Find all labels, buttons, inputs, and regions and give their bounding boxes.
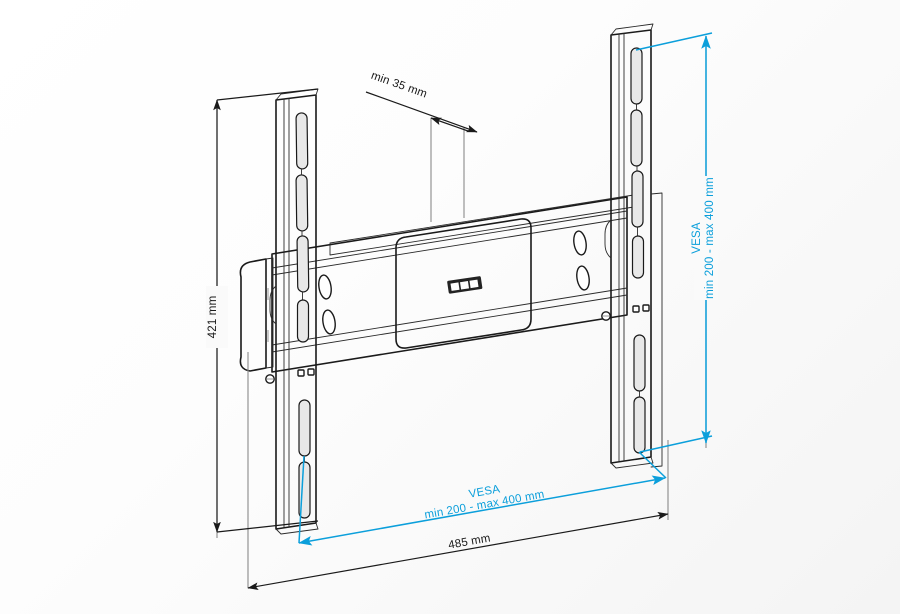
right-vertical-rail	[601, 23, 654, 469]
dimension-label-vesa-horizontal-line1: VESA	[468, 483, 501, 500]
center-logo-plate	[395, 218, 532, 349]
right-rear-plate	[650, 192, 663, 468]
dimension-width-overall: 485 mm	[247, 511, 669, 591]
dimension-label-vesa-vertical-line1: VESA	[691, 222, 703, 254]
dimension-height-overall: 421 mm	[206, 88, 319, 533]
dimension-depth-clearance: min 35 mm	[365, 70, 478, 133]
dimension-label-height: 421 mm	[207, 296, 219, 339]
left-end-cap	[239, 257, 274, 372]
center-rail-slots	[318, 230, 590, 335]
left-vertical-rail	[265, 88, 319, 535]
dimension-vesa-horizontal: VESA min 200 - max 400 mm	[298, 451, 667, 546]
dimension-label-vesa-vertical-line2: min 200 - max 400 mm	[704, 177, 716, 299]
logo-badge	[447, 276, 483, 294]
dimension-vesa-vertical: VESA min 200 - max 400 mm	[635, 32, 718, 453]
